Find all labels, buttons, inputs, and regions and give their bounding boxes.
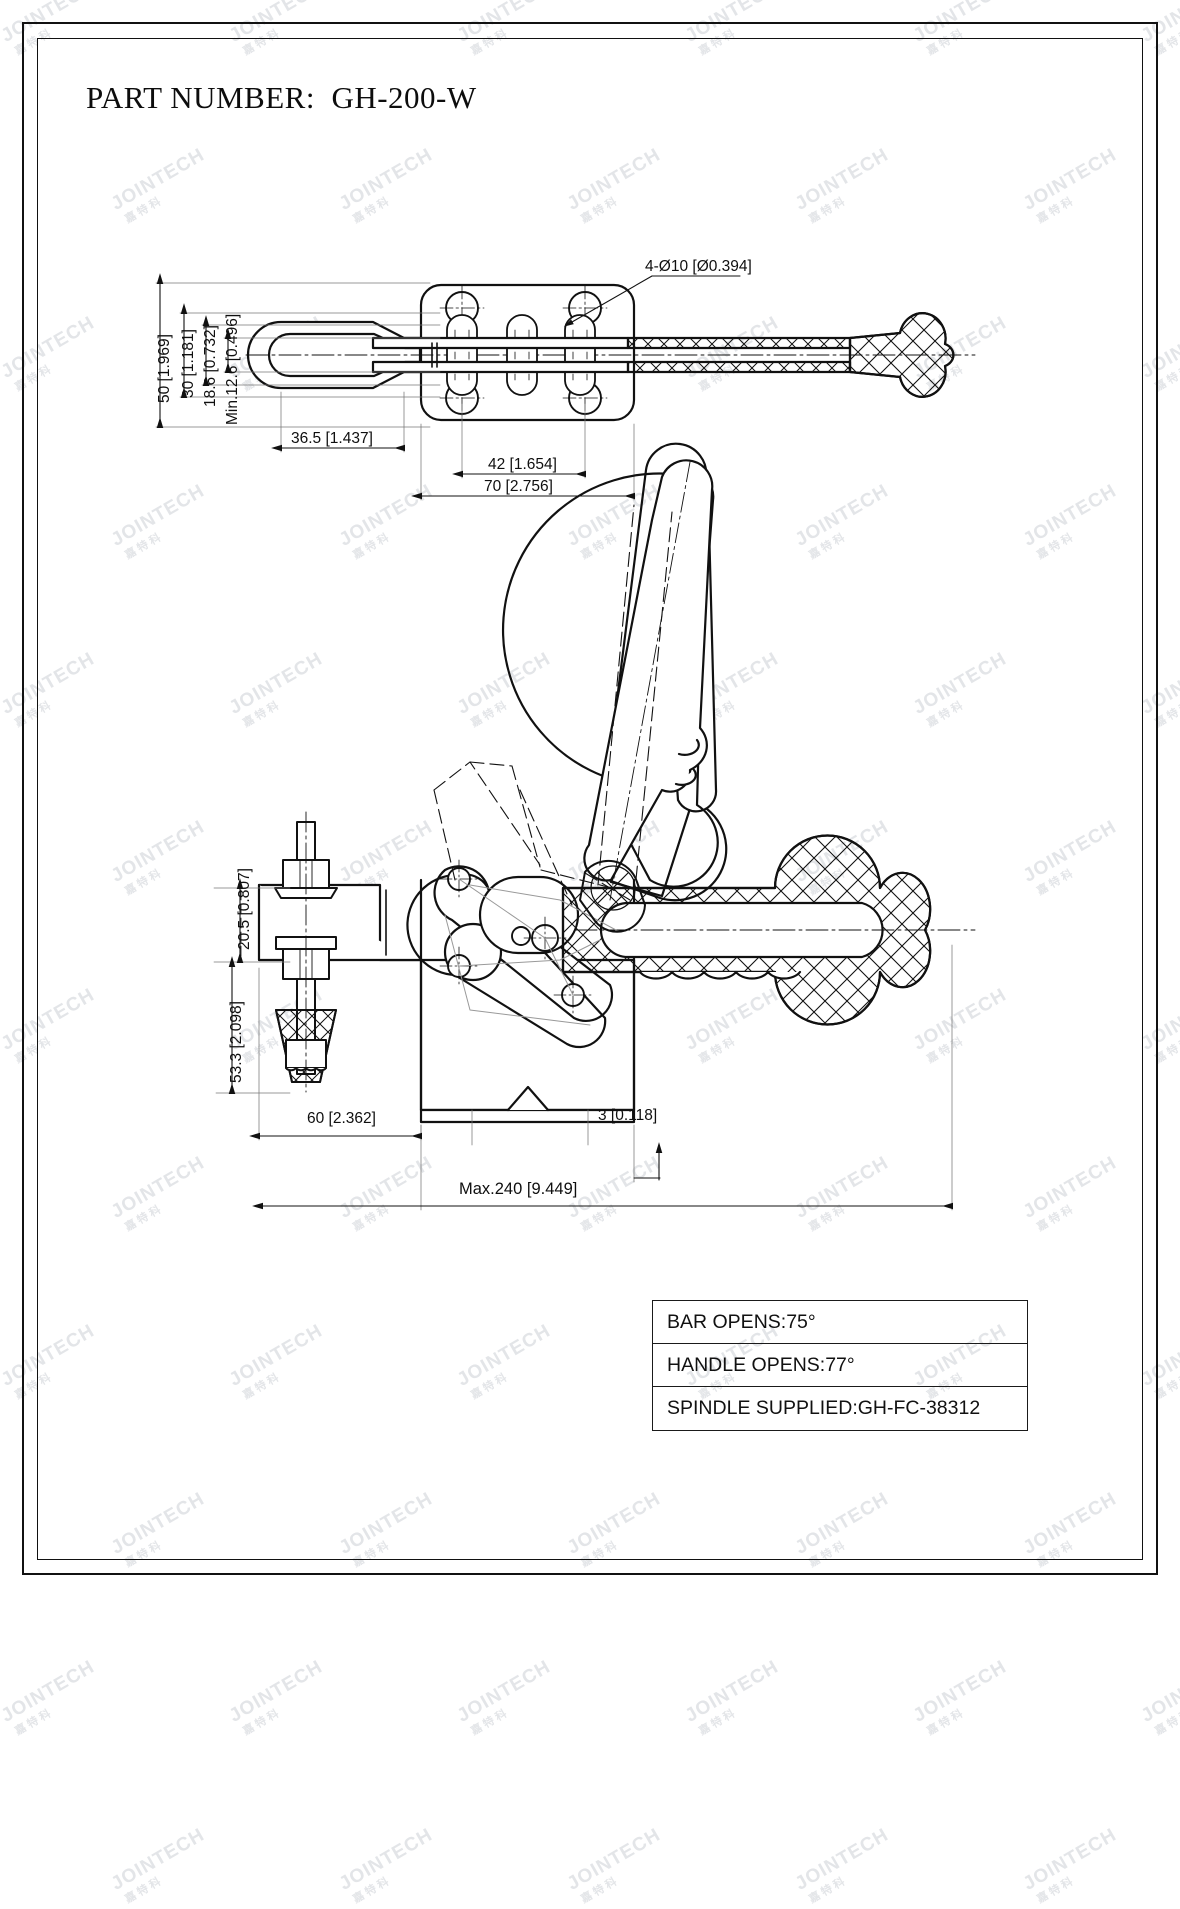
- dim-min-slot: Min.12.6 [0.496]: [224, 313, 241, 425]
- dim-bar-width: 18.6 [0.732]: [202, 325, 219, 407]
- sheet-border-inner: [37, 38, 1143, 1560]
- callout-mounting-holes: 4-Ø10 [Ø0.394]: [645, 258, 752, 275]
- dim-base-height: 53.3 [2.098]: [228, 1001, 245, 1083]
- dim-slot-length: 36.5 [1.437]: [291, 430, 373, 447]
- dim-base-length-top: 70 [2.756]: [484, 478, 553, 495]
- dim-hole-spacing: 42 [1.654]: [488, 456, 557, 473]
- notes-row-handle-opens: HANDLE OPENS:77°: [653, 1344, 1027, 1387]
- page-title: PART NUMBER: GH-200-W: [86, 80, 477, 115]
- dim-max-length: Max.240 [9.449]: [459, 1180, 578, 1198]
- dim-base-length-side: 60 [2.362]: [307, 1110, 376, 1127]
- dim-inner-width: 30 [1.181]: [180, 329, 197, 398]
- dim-overall-width: 50 [1.969]: [156, 334, 173, 403]
- notes-row-bar-opens: BAR OPENS:75°: [653, 1301, 1027, 1344]
- sheet-border-outer: [22, 22, 1158, 1575]
- dim-spindle-clearance: 20.5 [0.807]: [236, 868, 253, 950]
- notes-row-spindle-supplied: SPINDLE SUPPLIED:GH-FC-38312: [667, 1397, 981, 1419]
- dim-plate-thickness: 3 [0.118]: [598, 1107, 658, 1124]
- notes-table: BAR OPENS:75° HANDLE OPENS:77° SPINDLE S…: [652, 1300, 1028, 1431]
